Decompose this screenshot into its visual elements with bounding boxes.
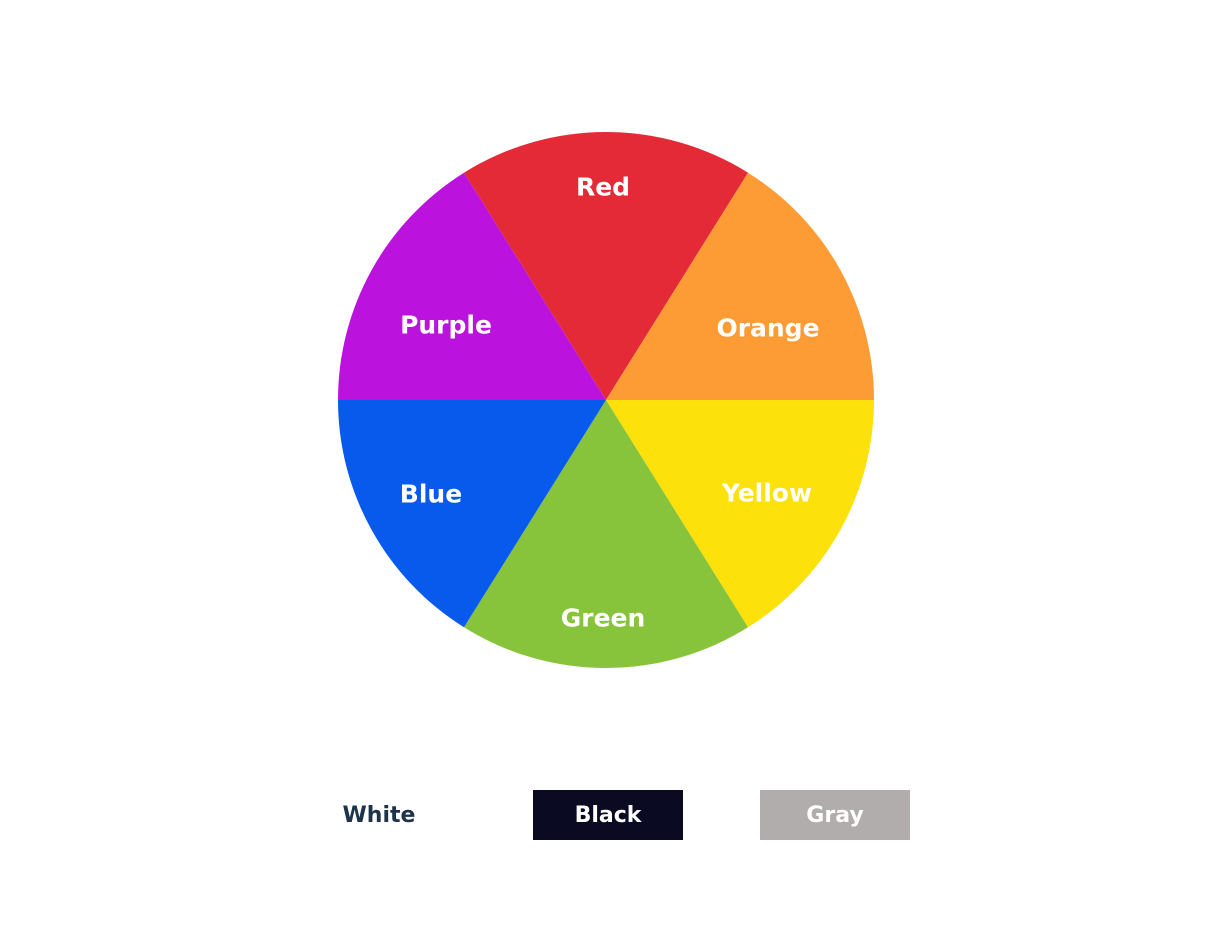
- gray-label: Gray: [806, 802, 864, 828]
- wheel-label-blue: Blue: [400, 480, 462, 509]
- white-label: White: [342, 802, 416, 828]
- white-swatch: White: [304, 790, 454, 840]
- wheel-label-purple: Purple: [400, 311, 492, 340]
- black-label: Black: [574, 802, 642, 828]
- wheel-label-yellow: Yellow: [721, 479, 812, 508]
- wheel-label-green: Green: [561, 604, 646, 633]
- wheel-segment-green: [463, 400, 749, 669]
- wheel-segment-yellow: [606, 400, 874, 628]
- black-swatch: Black: [533, 790, 683, 840]
- wheel-segment-orange: [606, 172, 874, 400]
- wheel-segment-blue: [338, 400, 606, 628]
- wheel-segment-purple: [338, 172, 606, 400]
- wheel-segment-red: [463, 131, 749, 400]
- wheel-segments: [338, 131, 874, 669]
- wheel-label-orange: Orange: [716, 314, 819, 343]
- wheel-label-red: Red: [576, 173, 630, 202]
- gray-swatch: Gray: [760, 790, 910, 840]
